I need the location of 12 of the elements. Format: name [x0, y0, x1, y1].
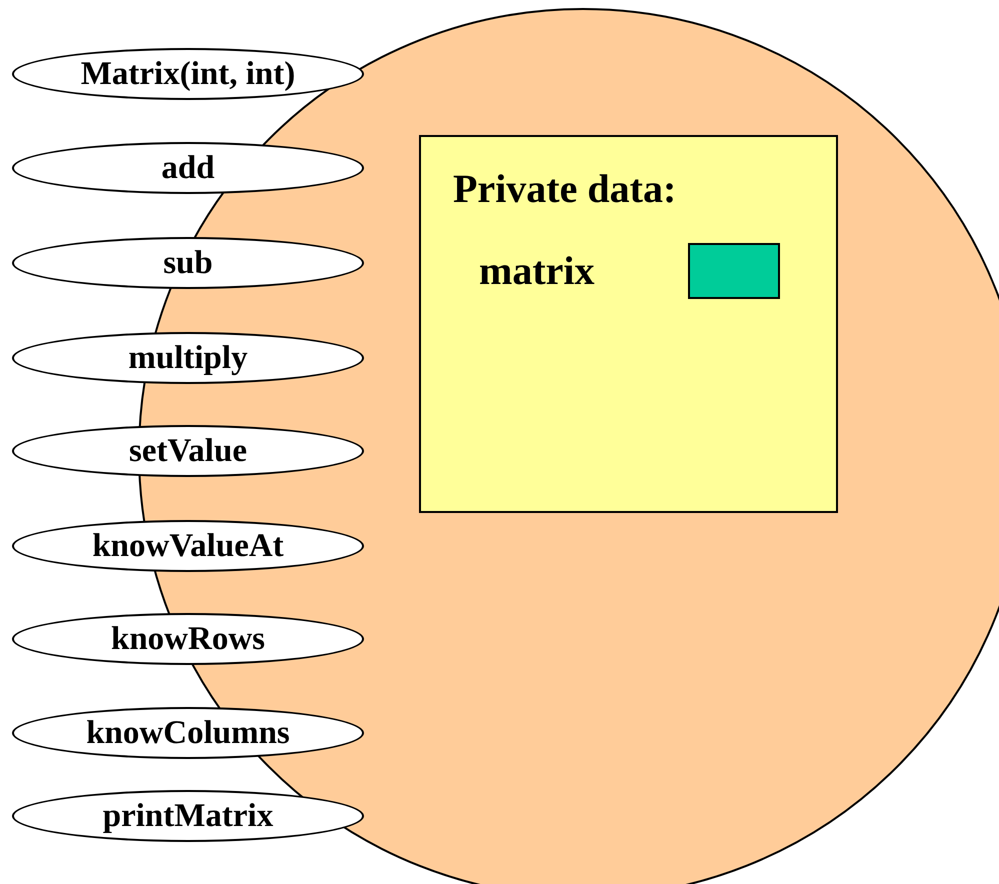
- private-data-panel: [419, 135, 838, 513]
- method-ellipse: sub: [12, 237, 364, 289]
- panel-heading: Private data:: [453, 165, 676, 212]
- method-ellipse: setValue: [12, 425, 364, 477]
- method-ellipse: Matrix(int, int): [12, 48, 364, 100]
- method-ellipse: printMatrix: [12, 790, 364, 842]
- method-ellipse: multiply: [12, 332, 364, 384]
- field-label: matrix: [479, 247, 595, 294]
- method-ellipse: knowValueAt: [12, 520, 364, 572]
- method-ellipse: add: [12, 142, 364, 194]
- method-ellipse: knowColumns: [12, 707, 364, 759]
- method-ellipse: knowRows: [12, 613, 364, 665]
